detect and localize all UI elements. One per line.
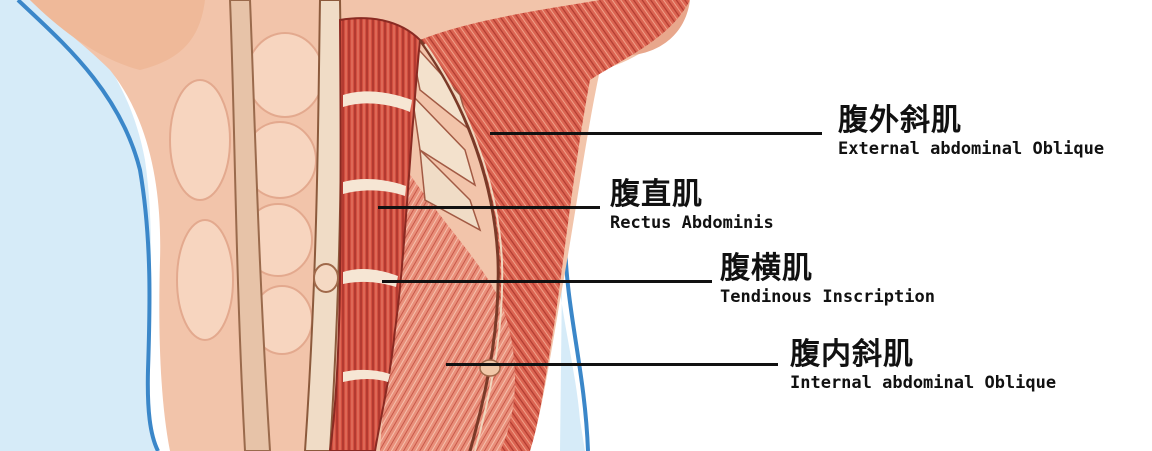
- label-external-oblique: 腹外斜肌 External abdominal Oblique: [838, 104, 1104, 160]
- leader-line-rectus-abdominis: [378, 206, 600, 209]
- label-external-oblique-zh: 腹外斜肌: [838, 103, 962, 138]
- label-internal-oblique: 腹内斜肌 Internal abdominal Oblique: [790, 338, 1056, 394]
- rectus-abdominis-muscle: [328, 17, 422, 451]
- label-tendinous-inscription: 腹横肌 Tendinous Inscription: [720, 252, 935, 308]
- label-tendinous-inscription-en: Tendinous Inscription: [720, 287, 935, 307]
- label-rectus-abdominis-zh: 腹直肌: [610, 177, 703, 212]
- label-rectus-abdominis: 腹直肌 Rectus Abdominis: [610, 178, 774, 234]
- label-rectus-abdominis-en: Rectus Abdominis: [610, 213, 774, 233]
- torso-shadow: [0, 0, 160, 451]
- label-internal-oblique-zh: 腹内斜肌: [790, 337, 914, 372]
- label-internal-oblique-en: Internal abdominal Oblique: [790, 373, 1057, 393]
- label-external-oblique-en: External abdominal Oblique: [838, 139, 1105, 159]
- internal-oblique-muscle: [380, 160, 515, 451]
- label-tendinous-inscription-zh: 腹横肌: [720, 251, 813, 286]
- external-oblique-muscle: [420, 0, 690, 451]
- navel: [313, 263, 339, 293]
- leader-line-tendinous-inscription: [382, 280, 712, 283]
- leader-line-external-oblique: [490, 132, 822, 135]
- torso-shadow-right: [551, 0, 1152, 451]
- leader-line-internal-oblique: [446, 363, 778, 366]
